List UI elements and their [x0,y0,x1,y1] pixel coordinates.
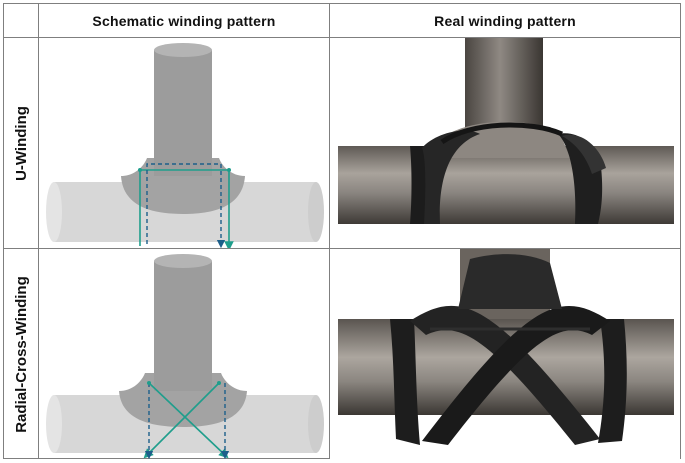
header-divider [4,37,680,38]
header-real: Real winding pattern [434,12,576,29]
carbon-fiber-bands [410,122,606,224]
branch-pipe [154,43,212,176]
photo-u-winding [330,38,680,248]
header-schematic: Schematic winding pattern [92,12,276,29]
row-label-text: U-Winding [12,105,30,181]
fillet [121,158,245,214]
schematic-u-winding [39,38,329,248]
row-label-text: Radial-Cross-Winding [12,275,30,433]
comparison-table: Schematic winding pattern Real winding p… [3,3,681,459]
schematic-radial-cross-winding [39,249,329,459]
carbon-fiber-bands [390,254,627,445]
column-divider-middle [329,4,330,458]
radial-cross-winding-path [143,381,230,459]
branch-pipe [154,254,212,391]
photo-radial-cross-winding [330,249,680,459]
row-label-radial-cross-winding: Radial-Cross-Winding [4,249,38,459]
row-divider [4,248,680,249]
column-divider-label [38,4,39,458]
u-winding-path [138,163,234,248]
row-label-u-winding: U-Winding [4,38,38,248]
